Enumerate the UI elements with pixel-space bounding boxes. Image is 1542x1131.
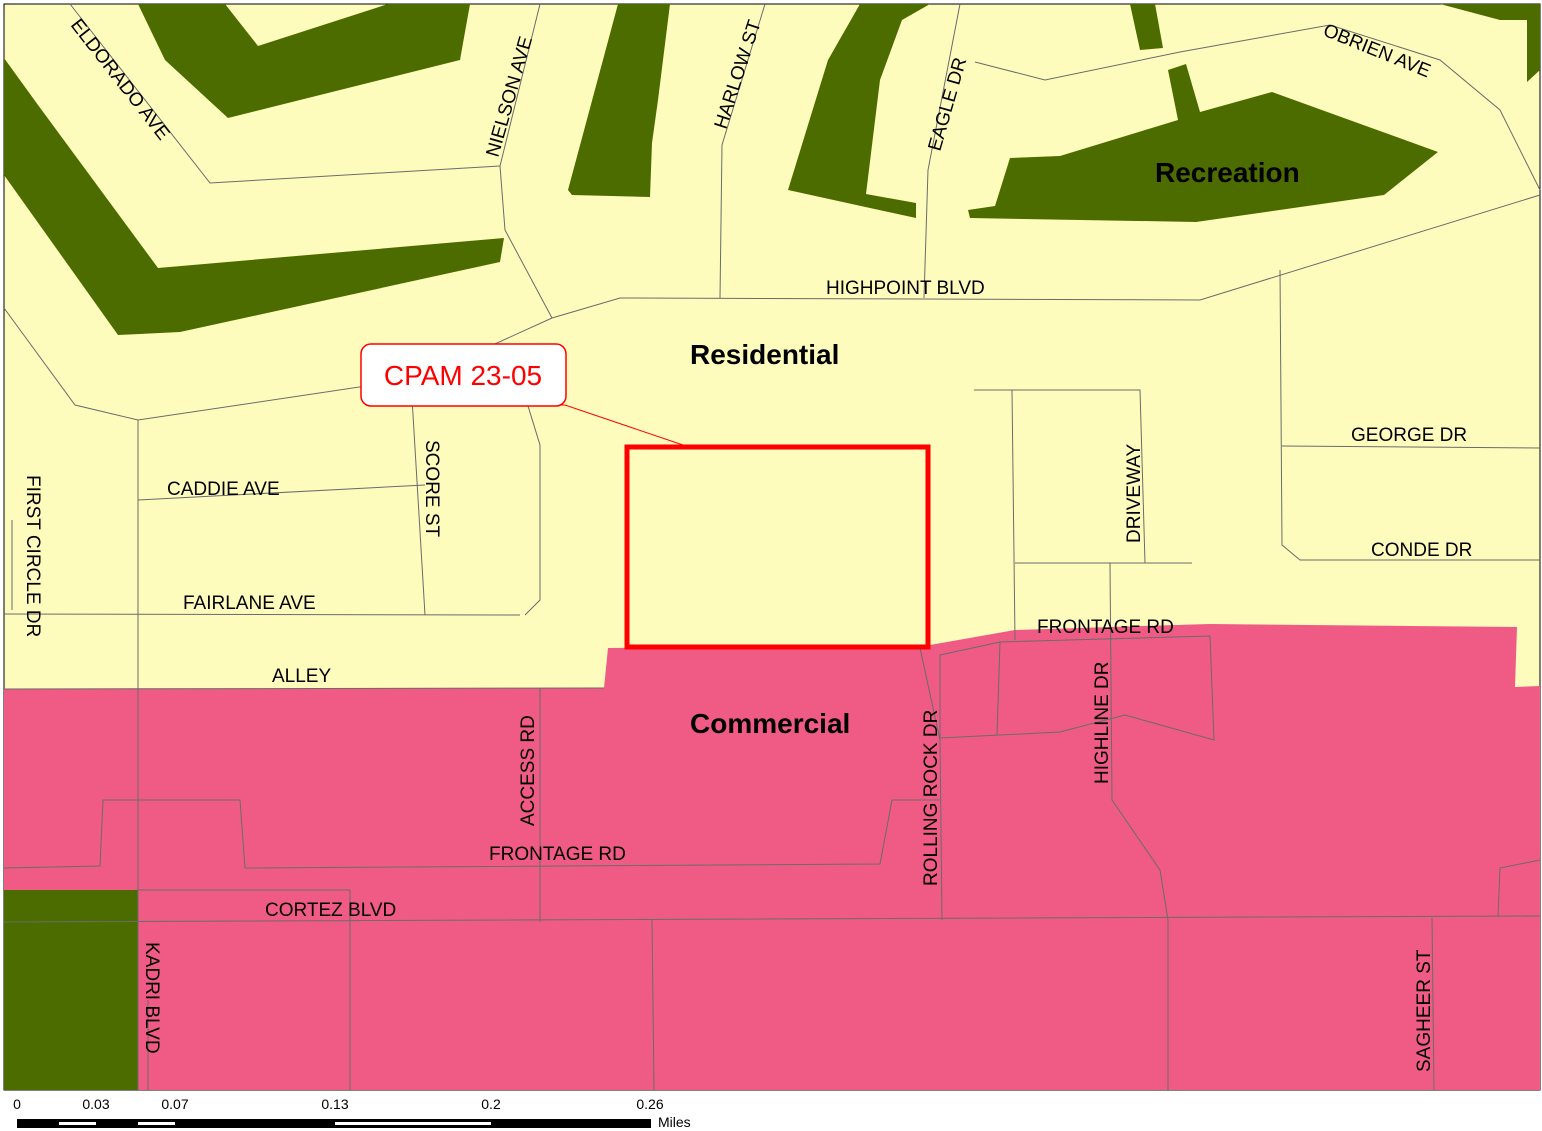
street-label-conde: CONDE DR bbox=[1371, 540, 1472, 561]
street-label-first-circle: FIRST CIRCLE DR bbox=[22, 475, 43, 637]
scale-unit-label: Miles bbox=[658, 1114, 691, 1130]
road-caddie bbox=[137, 484, 426, 501]
road-cortez bbox=[3, 889, 1541, 1090]
street-label-frontage-upper: FRONTAGE RD bbox=[1037, 617, 1174, 638]
zone-label-residential: Residential bbox=[690, 339, 839, 370]
scale-bar-segment bbox=[138, 1122, 175, 1125]
street-label-score: SCORE ST bbox=[421, 440, 442, 538]
road-eagle bbox=[923, 3, 961, 299]
recreation-area-8 bbox=[1527, 6, 1540, 82]
recreation-area-5 bbox=[1130, 4, 1163, 50]
recreation-area-7 bbox=[1440, 4, 1540, 20]
road-highline bbox=[1109, 562, 1169, 1090]
road-eldorado bbox=[69, 3, 501, 184]
street-label-alley: ALLEY bbox=[272, 666, 331, 687]
scale-tick-label: 0.26 bbox=[636, 1096, 663, 1112]
road-harlow bbox=[719, 3, 766, 299]
callout: CPAM 23-05 bbox=[360, 343, 684, 446]
road-driveway bbox=[974, 389, 1192, 641]
street-label-caddie: CADDIE AVE bbox=[167, 479, 280, 500]
recreation-area-3 bbox=[568, 4, 670, 197]
road-fairlane bbox=[3, 613, 521, 616]
road-obrien bbox=[974, 24, 1541, 191]
zone-label-commercial: Commercial bbox=[690, 708, 850, 739]
road-network bbox=[3, 3, 1541, 1091]
scale-tick-label: 0.03 bbox=[82, 1096, 109, 1112]
recreation-area-2 bbox=[4, 58, 504, 335]
scale-bar: 0 0.03 0.07 0.13 0.2 0.26 Miles bbox=[13, 1096, 691, 1130]
scale-tick-label: 0.07 bbox=[161, 1096, 188, 1112]
road-nielson bbox=[499, 3, 553, 319]
street-label-cortez: CORTEZ BLVD bbox=[265, 900, 396, 921]
recreation-area-9 bbox=[4, 890, 138, 1090]
street-label-driveway: DRIVEWAY bbox=[1124, 443, 1145, 543]
street-label-frontage-lower: FRONTAGE RD bbox=[489, 844, 626, 865]
road-south-verticals bbox=[147, 917, 1435, 1091]
callout-box bbox=[360, 343, 567, 407]
scale-bar-segment bbox=[335, 1122, 491, 1125]
road-score bbox=[411, 397, 426, 616]
road-george bbox=[1281, 445, 1541, 449]
road-alley bbox=[3, 687, 605, 690]
scale-tick-label: 0.13 bbox=[321, 1096, 348, 1112]
recreation-area-1 bbox=[138, 4, 470, 118]
commercial-zone bbox=[4, 624, 1540, 1090]
street-label-kadri: KADRI BLVD bbox=[141, 942, 162, 1054]
street-label-sagheer: SAGHEER ST bbox=[1414, 949, 1435, 1072]
road-east-vertical bbox=[1279, 269, 1540, 561]
scale-bar-outline bbox=[17, 1119, 651, 1128]
street-label-rolling-rock: ROLLING ROCK DR bbox=[921, 710, 942, 886]
road-frontage-upper bbox=[939, 635, 1215, 741]
recreation-zones bbox=[4, 4, 1540, 1090]
road-nielson-south bbox=[519, 379, 541, 616]
street-label-george: GEORGE DR bbox=[1351, 425, 1467, 446]
scale-tick-label: 0 bbox=[13, 1096, 21, 1112]
recreation-area-6 bbox=[968, 64, 1438, 222]
street-label-highline: HIGHLINE DR bbox=[1092, 662, 1113, 784]
road-cortez-east bbox=[1497, 859, 1541, 917]
street-label-access: ACCESS RD bbox=[518, 715, 539, 826]
street-label-highpoint: HIGHPOINT BLVD bbox=[826, 278, 985, 299]
callout-label: CPAM 23-05 bbox=[384, 360, 542, 391]
road-frontage-inner bbox=[996, 641, 1001, 736]
recreation-area-4 bbox=[788, 4, 930, 218]
scale-tick-label: 0.2 bbox=[481, 1096, 501, 1112]
road-rolling-rock bbox=[919, 647, 943, 921]
scale-bar-segment bbox=[59, 1122, 96, 1125]
subject-parcel bbox=[624, 444, 931, 650]
zone-label-recreation: Recreation bbox=[1155, 157, 1300, 188]
street-label-fairlane: FAIRLANE AVE bbox=[183, 593, 316, 614]
road-frontage-lower bbox=[3, 799, 940, 869]
